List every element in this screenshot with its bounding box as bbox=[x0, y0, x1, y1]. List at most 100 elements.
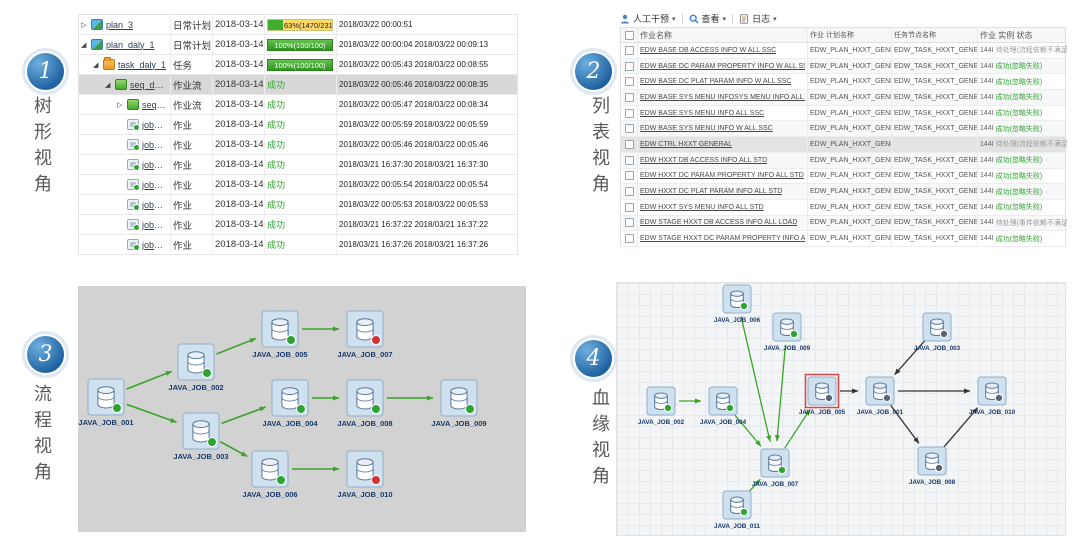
job-node[interactable]: JAVA_JOB_002 bbox=[168, 343, 224, 392]
row-checkbox[interactable] bbox=[624, 77, 634, 87]
job-node[interactable]: JAVA_JOB_007 bbox=[752, 448, 799, 488]
row-checkbox[interactable] bbox=[624, 139, 634, 149]
tree-node-link[interactable]: task_daly_1 bbox=[118, 59, 167, 70]
expand-arrow-icon[interactable]: ▷ bbox=[117, 101, 123, 109]
select-all-checkbox[interactable] bbox=[624, 30, 634, 40]
job-name-link[interactable]: EDW HXXT DC PLAT PARAM INFO ALL STD bbox=[640, 188, 783, 196]
row-checkbox[interactable] bbox=[624, 155, 634, 165]
tree-node-link[interactable]: job_daly_1_1 bbox=[142, 119, 168, 130]
row-checkbox[interactable] bbox=[624, 218, 634, 228]
tree-node-link[interactable]: plan_daly_1 bbox=[106, 39, 155, 50]
row-checkbox[interactable] bbox=[624, 171, 634, 181]
job-node[interactable]: JAVA_JOB_005 bbox=[799, 373, 846, 417]
job-name-link[interactable]: EDW STAGE HXXT DC PARAM PROPERTY INFO AL… bbox=[640, 235, 805, 243]
job-name-link[interactable]: EDW BASE DB ACCESS INFO W ALL SSC bbox=[640, 46, 777, 54]
job-node[interactable]: JAVA_JOB_011 bbox=[714, 490, 760, 530]
tree-node-link[interactable]: job_daly_1_4 bbox=[142, 199, 168, 210]
dependency-edge bbox=[748, 478, 761, 493]
tree-row[interactable]: ▷plan_3日常计划2018-03-1463%(1470/2310)2018/… bbox=[79, 15, 517, 35]
job-node[interactable]: JAVA_JOB_003 bbox=[173, 412, 229, 461]
manual-intervention-button[interactable]: 人工干预 ▾ bbox=[620, 12, 676, 25]
job-node[interactable]: JAVA_JOB_010 bbox=[337, 450, 393, 499]
job-name-link[interactable]: EDW HXXT DC PARAM PROPERTY INFO ALL STD bbox=[640, 172, 804, 180]
job-name-link[interactable]: EDW BASE DC PLAT PARAM INFO W ALL SSC bbox=[640, 78, 792, 86]
job-name-link[interactable]: EDW CTRL HXXT GENERAL bbox=[640, 140, 733, 148]
job-node[interactable]: JAVA_JOB_005 bbox=[252, 310, 308, 359]
tree-node-link[interactable]: job_daly_1_5 bbox=[142, 219, 168, 230]
job-node[interactable]: JAVA_JOB_002 bbox=[638, 386, 685, 426]
tree-node-link[interactable]: seq_daly_1_1 bbox=[130, 79, 168, 90]
job-node[interactable]: JAVA_JOB_006 bbox=[242, 450, 298, 499]
job-node[interactable]: JAVA_JOB_010 bbox=[969, 376, 1016, 416]
collapse-arrow-icon[interactable]: ◢ bbox=[105, 81, 111, 89]
job-node[interactable]: JAVA_JOB_001 bbox=[857, 376, 904, 416]
job-node[interactable]: JAVA_JOB_004 bbox=[262, 379, 318, 428]
job-node[interactable]: JAVA_JOB_008 bbox=[337, 379, 393, 428]
job-node[interactable]: JAVA_JOB_006 bbox=[714, 284, 761, 324]
job-node[interactable]: JAVA_JOB_004 bbox=[700, 386, 747, 426]
view-button[interactable]: 查看 ▾ bbox=[689, 12, 726, 25]
job-node[interactable]: JAVA_JOB_009 bbox=[431, 379, 487, 428]
row-checkbox[interactable] bbox=[624, 92, 634, 102]
list-row[interactable]: EDW BASE DC PARAM PROPERTY INFO W ALL SS… bbox=[620, 58, 1066, 75]
job-name-cell: EDW BASE SYS MENU INFO W ALL SSC bbox=[638, 121, 808, 137]
tree-node-link[interactable]: job_daly_1_10 bbox=[142, 139, 168, 150]
tree-node-link[interactable]: plan_3 bbox=[106, 19, 134, 30]
tree-node-link[interactable]: seq_daly_1_4 bbox=[142, 99, 168, 110]
job-name-link[interactable]: EDW HXXT DB ACCESS INFO ALL STD bbox=[640, 156, 768, 164]
row-checkbox[interactable] bbox=[624, 45, 634, 55]
log-button[interactable]: 日志 ▾ bbox=[739, 12, 777, 25]
checkbox-cell bbox=[621, 231, 638, 246]
job-name-link[interactable]: EDW BASE SYS MENU INFO ALL SSC bbox=[640, 109, 765, 117]
time-range-cell: 2018/03/22 00:05:47 2018/03/22 00:08:34 bbox=[339, 100, 489, 109]
job-name-link[interactable]: EDW HXXT SYS MENU INFO ALL STD bbox=[640, 203, 764, 211]
row-checkbox[interactable] bbox=[624, 202, 634, 212]
job-node[interactable]: JAVA_JOB_009 bbox=[764, 312, 811, 352]
job-name-link[interactable]: EDW BASE SYS MENU INFO W ALL SSC bbox=[640, 125, 773, 133]
tree-node-link[interactable]: job_daly_1_2 bbox=[142, 159, 168, 170]
row-checkbox[interactable] bbox=[624, 108, 634, 118]
job-name-link[interactable]: EDW BASE DC PARAM PROPERTY INFO W ALL SS… bbox=[640, 62, 805, 70]
job-node[interactable]: JAVA_JOB_001 bbox=[78, 378, 134, 427]
instance-id: 144I bbox=[980, 125, 996, 133]
job-node[interactable]: JAVA_JOB_003 bbox=[914, 312, 961, 352]
row-checkbox[interactable] bbox=[624, 234, 634, 244]
list-row[interactable]: EDW STAGE HXXT DC PARAM PROPERTY INFO AL… bbox=[620, 231, 1066, 247]
job-name-link[interactable]: EDW STAGE HXXT DB ACCESS INFO ALL LOAD bbox=[640, 219, 798, 227]
collapse-arrow-icon[interactable]: ◢ bbox=[93, 61, 99, 69]
collapse-arrow-icon[interactable]: ◢ bbox=[81, 41, 87, 49]
tree-node-link[interactable]: job_daly_1_3 bbox=[142, 179, 168, 190]
job-node[interactable]: JAVA_JOB_007 bbox=[337, 310, 393, 359]
row-checkbox[interactable] bbox=[624, 61, 634, 71]
row-checkbox[interactable] bbox=[624, 124, 634, 134]
status-cell: 成功 bbox=[265, 195, 337, 214]
tree-node-link[interactable]: job_daly_1_6 bbox=[142, 239, 168, 250]
plan-name-cell: EDW_PLAN_HXXT_GENER bbox=[808, 231, 892, 246]
expand-arrow-icon[interactable]: ▷ bbox=[81, 21, 87, 29]
list-row[interactable]: EDW BASE SYS MENU INFOSYS MENU INFO ALL … bbox=[620, 90, 1066, 106]
job-node[interactable]: JAVA_JOB_008 bbox=[909, 446, 956, 486]
row-checkbox[interactable] bbox=[624, 187, 634, 197]
job-name-link[interactable]: EDW BASE SYS MENU INFOSYS MENU INFO ALL … bbox=[640, 93, 805, 101]
